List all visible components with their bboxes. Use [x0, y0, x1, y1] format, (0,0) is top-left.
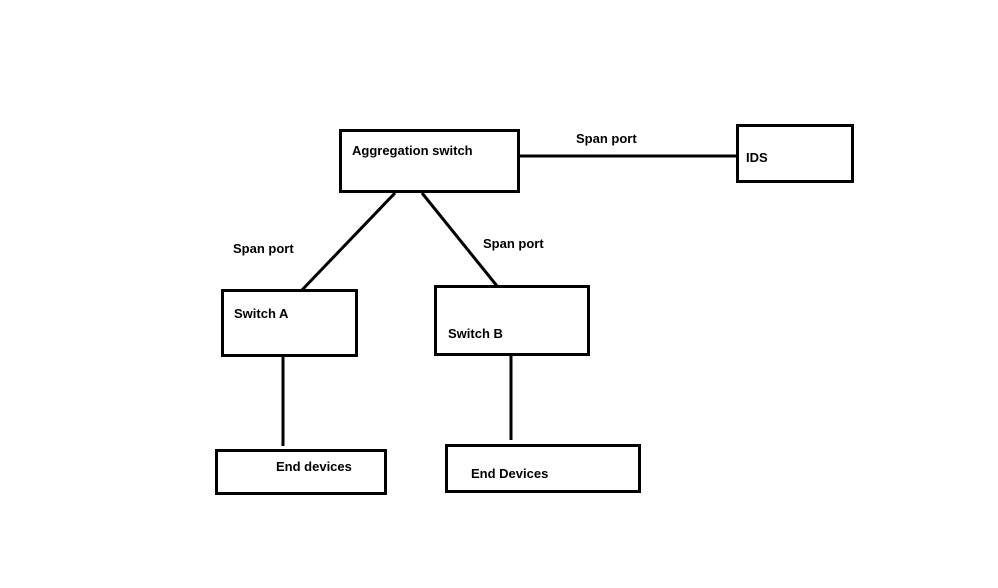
end-devices-b-label: End Devices [471, 466, 549, 481]
end-devices-b-node [445, 444, 641, 493]
span-port-label-switch-a: Span port [233, 241, 294, 256]
edge-aggregation-switch-a [300, 191, 397, 292]
aggregation-switch-label: Aggregation switch [352, 143, 473, 158]
switch-a-label: Switch A [234, 306, 289, 321]
span-port-label-ids: Span port [576, 131, 637, 146]
aggregation-switch-node [339, 129, 520, 193]
switch-b-label: Switch B [448, 326, 503, 341]
edge-aggregation-switch-b [420, 192, 499, 287]
ids-node [736, 124, 854, 183]
switch-a-node [221, 289, 358, 357]
switch-b-node [434, 285, 590, 356]
span-port-label-switch-b: Span port [483, 236, 544, 251]
end-devices-a-label: End devices [276, 459, 352, 474]
end-devices-a-node [215, 449, 387, 495]
ids-label: IDS [746, 150, 768, 165]
